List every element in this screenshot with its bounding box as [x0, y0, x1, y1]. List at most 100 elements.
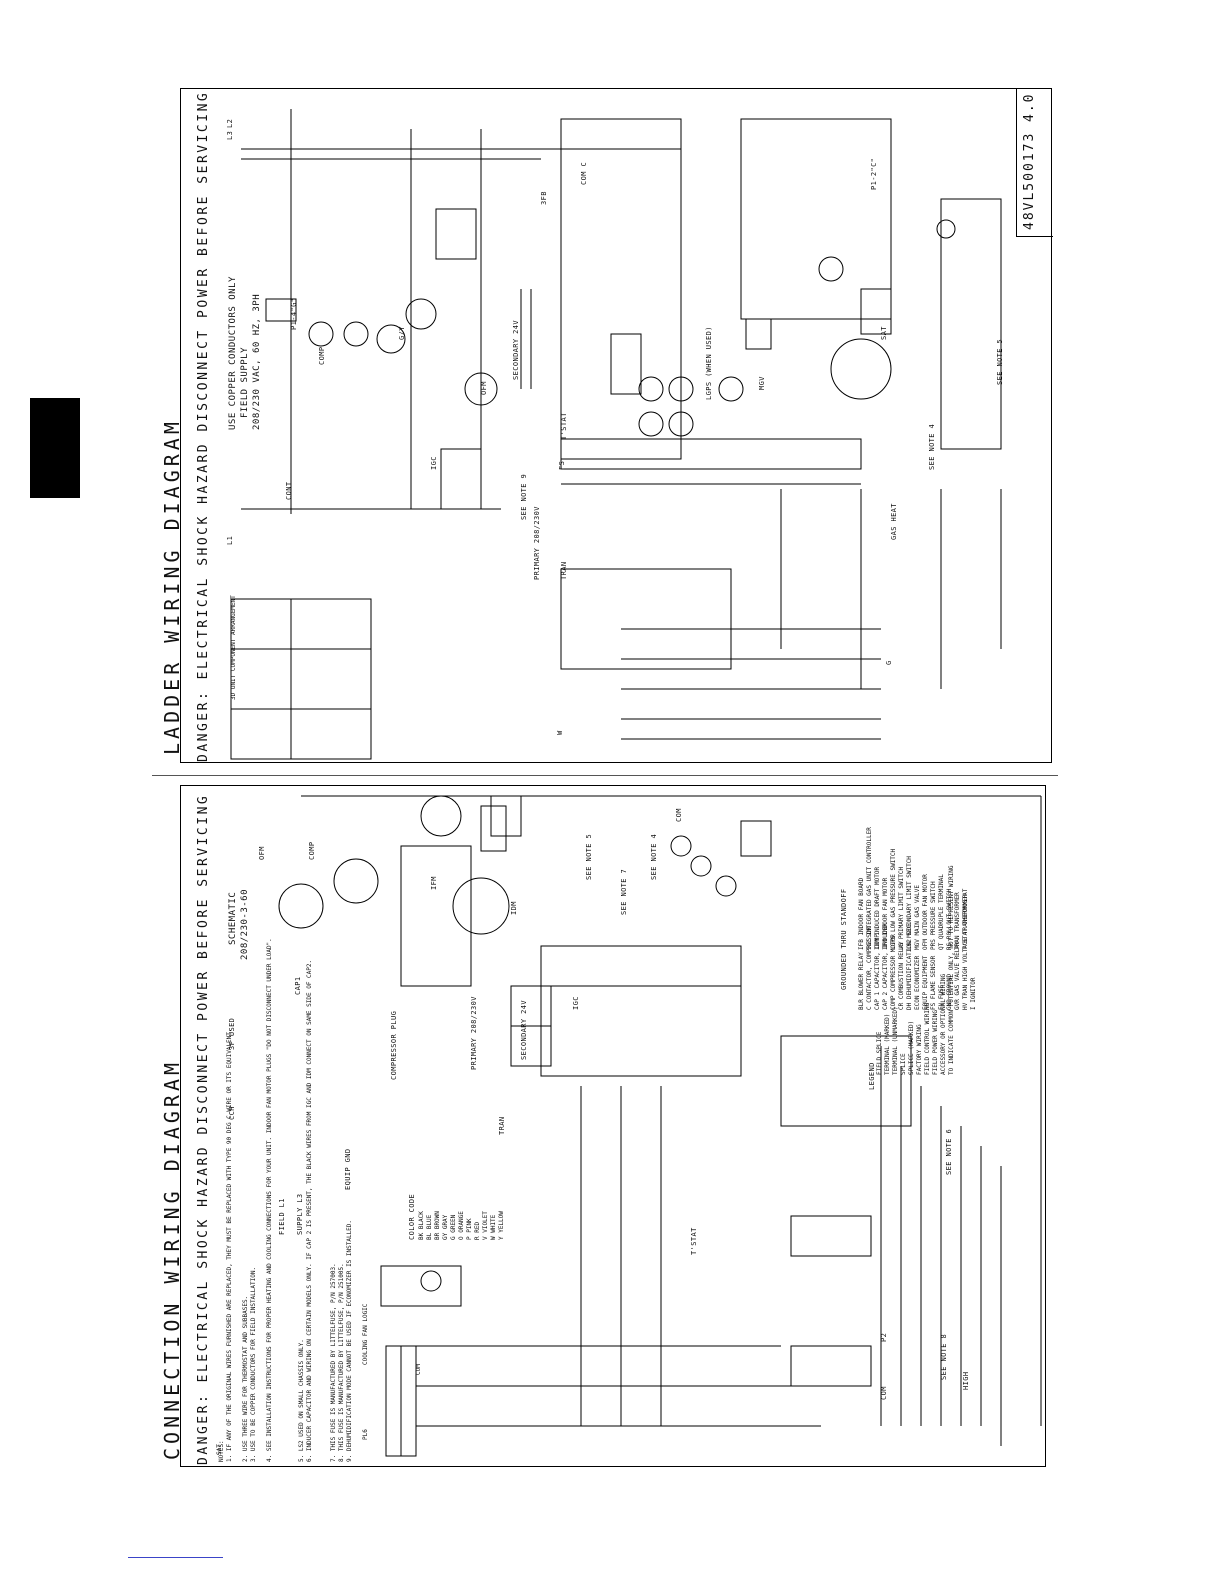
- legend-symbol-entry: TERMINAL (MARKED): [884, 1013, 891, 1075]
- legend-abbr-entry: EQUIP EQUIPMENT: [922, 955, 929, 1010]
- ladder-label-lgps: LGPS (WHEN USED): [705, 326, 713, 400]
- schematic-label: SCHEMATIC: [228, 891, 238, 945]
- conn-label-see-note-4: COM: [675, 808, 683, 822]
- conn-label-econ: COM: [415, 1364, 422, 1375]
- legend-abbr-entry: CR COMBUSTION RELAY: [898, 941, 905, 1010]
- ladder-wiring-diagram: [180, 88, 1052, 763]
- note-6: 6. INDUCER CAPACITOR AND WIRING ON CERTA…: [306, 959, 313, 1462]
- legend-heading: LEGEND: [868, 1062, 876, 1090]
- ladder-label-see-note-6: SEE NOTE 9: [520, 473, 528, 520]
- ladder-danger-banner: DANGER: ELECTRICAL SHOCK HAZARD DISCONNE…: [196, 90, 211, 762]
- conn-label-equip-gnd: EQUIP GND: [344, 1148, 352, 1190]
- ladder-label-ofm: COMP: [318, 346, 326, 365]
- conn-label-supply-l3: SUPPLY L3: [296, 1193, 304, 1235]
- conn-label-see-note-8: SEE NOTE 7: [620, 868, 628, 915]
- conn-label-comp: COMP: [308, 841, 316, 860]
- note-7: 7. THIS FUSE IS MANUFACTURED BY LITTELFU…: [330, 1263, 337, 1462]
- conn-label-igc: IGC: [572, 996, 580, 1010]
- supply-note-2: FIELD SUPPLY: [240, 346, 250, 418]
- page-underline: [128, 1557, 223, 1558]
- ladder-label-l2: L2: [226, 118, 234, 128]
- ladder-label-cont: CONT: [285, 481, 293, 500]
- legend-abbr-entry: GVR GAS VALVE RELAY: [954, 941, 961, 1010]
- legend-abbr-entry: PRS PRESSURE SWITCH: [930, 881, 937, 950]
- ladder-label-efm: SAT: [880, 326, 888, 340]
- ladder-title: LADDER WIRING DIAGRAM: [160, 418, 184, 755]
- ladder-label-3fb: 3FB: [540, 191, 548, 205]
- ladder-label-l1: L1: [226, 535, 234, 545]
- connection-title: CONNECTION WIRING DIAGRAM: [160, 1058, 184, 1460]
- legend-abbr-entry: FS FLAME SENSOR: [930, 955, 937, 1010]
- ladder-label-p1-2c: P1-2"C": [870, 157, 878, 190]
- ladder-label-l3: L3: [226, 130, 234, 140]
- color-code-entry: BL BLUE: [426, 1214, 433, 1240]
- legend-abbr-entry: TRAN TRANSFORMER: [954, 892, 961, 950]
- conn-label-field-l1: FIELD L1: [278, 1198, 286, 1235]
- ladder-label-com-c: COM C: [580, 161, 588, 185]
- conn-label-grounded: GROUNDED THRU STANDOFF: [840, 888, 848, 990]
- color-code-entry: Y YELLOW: [498, 1211, 505, 1240]
- conn-label-secondary: SECONDARY 24V: [520, 1000, 528, 1060]
- conn-label-gas-heat: HIGH: [962, 1371, 970, 1390]
- ladder-label-24vac: PRIMARY 208/230V: [533, 506, 541, 580]
- color-code-entry: BR BROWN: [434, 1211, 441, 1240]
- conn-label-see-note-4b: COM: [880, 1386, 888, 1400]
- conn-label-see-note-6: SEE NOTE 5: [585, 833, 593, 880]
- legend-abbr-entry: LGPS LOW GAS PRESSURE SWITCH: [890, 848, 897, 950]
- legend-abbr-entry: OFM OUTDOOR FAN MOTOR: [922, 874, 929, 950]
- conn-label-tran: TRAN: [498, 1116, 506, 1135]
- color-code-entry: BK BLACK: [418, 1211, 425, 1240]
- ladder-schematic-lines: [230, 109, 1002, 760]
- legend-symbol-entry: FIELD SPLICE: [876, 1031, 883, 1075]
- doc-number: 48VL500173: [1022, 131, 1037, 230]
- conn-label-see-note-9: SEE NOTE 8: [940, 1333, 948, 1380]
- supply-note-3: 208/230 VAC, 60 HZ, 3PH: [252, 293, 262, 430]
- ladder-label-tstat: W: [556, 730, 564, 735]
- conn-label-cooling-fan-logic: PL6: [362, 1429, 369, 1440]
- color-code-entry: GY GRAY: [442, 1214, 449, 1240]
- conn-label-tstat: T'STAT: [690, 1227, 698, 1255]
- legend-abbr-entry: LS2 SECONDARY LIMIT SWITCH: [906, 856, 913, 950]
- ladder-label-econ-harness: SEE NOTE 4: [928, 423, 936, 470]
- ladder-label-see-note-9: G: [885, 660, 893, 665]
- ladder-label-fs: FS: [558, 460, 566, 470]
- doc-revision: 4.0: [1022, 92, 1037, 122]
- note-9: 9. DEHUMIDIFICATION MODE CANNOT BE USED …: [346, 1219, 353, 1462]
- legend-abbr-entry: T'STAT THERMOSTAT: [962, 888, 969, 950]
- ladder-label-mgv: MGV: [758, 376, 766, 390]
- conn-label-ifb: P2: [880, 1332, 888, 1342]
- legend-abbr-entry: QT QUADRUPLE TERMINAL: [938, 874, 945, 950]
- note-4: 4. SEE INSTALLATION INSTRUCTIONS FOR PRO…: [266, 938, 273, 1462]
- color-code-entry: G GREEN: [450, 1214, 457, 1240]
- legend-abbr-entry: I IGNITOR: [970, 977, 977, 1010]
- note-5: 5. LS2 USED ON SMALL CHASSIS ONLY.: [298, 1339, 305, 1462]
- legend-abbr-entry: LS PRIMARY LIMIT SWITCH: [898, 866, 905, 950]
- conn-label-heating-fan-logic: COOLING FAN LOGIC: [362, 1303, 369, 1365]
- legend-abbr-entry: IGC INTEGRATED GAS UNIT CONTROLLER: [866, 827, 873, 950]
- conn-label-ofm: OFM: [258, 846, 266, 860]
- connection-schematic-lines: [278, 795, 1042, 1457]
- note-1: 1. IF ANY OF THE ORIGINAL WIRES FURNISHE…: [226, 1028, 233, 1462]
- color-code-heading: COLOR CODE: [408, 1193, 416, 1240]
- ladder-label-tran: SECONDARY 24V: [512, 320, 520, 380]
- color-code-entry: P PINK: [466, 1218, 473, 1240]
- component-arrangement-label: 3D UNIT COMPONENT ARRANGEMENT: [230, 595, 237, 700]
- supply-note-1: USE COPPER CONDUCTORS ONLY: [228, 276, 238, 430]
- legend-symbol-entry: FACTORY WIRING: [916, 1024, 923, 1075]
- legend-abbr-entry: MGV MAIN GAS VALVE: [914, 884, 921, 950]
- legend-abbr-entry: IFB INDOOR FAN BOARD: [858, 877, 865, 950]
- note-2: 2. USE THREE WIRE FOR THERMOSTAT AND SUB…: [242, 1295, 249, 1462]
- conn-label-cap1: CAP1: [294, 976, 302, 995]
- legend-symbol-entry: SPLICE (MARKED): [908, 1020, 915, 1075]
- legend-abbr-entry: GND GROUND: [946, 973, 953, 1010]
- ladder-label-sat: SEE NOTE 5: [996, 338, 1004, 385]
- legend-symbol-entry: TERMINAL (UNMARKED): [892, 1006, 899, 1075]
- legend-abbr-entry: BLR BLOWER RELAY: [858, 952, 865, 1010]
- color-code-entry: O ORANGE: [458, 1211, 465, 1240]
- color-code-entry: V VIOLET: [482, 1211, 489, 1240]
- conn-label-compressor-plug: COMPRESSOR PLUG: [390, 1010, 398, 1080]
- legend-abbr-entry: IFM INDOOR FAN MOTOR: [882, 877, 889, 950]
- legend-abbr-entry: FU FUSE: [938, 984, 945, 1010]
- legend-abbr-entry: RS ROLLOUT SWITCH: [946, 888, 953, 950]
- panel-divider: [152, 775, 1058, 776]
